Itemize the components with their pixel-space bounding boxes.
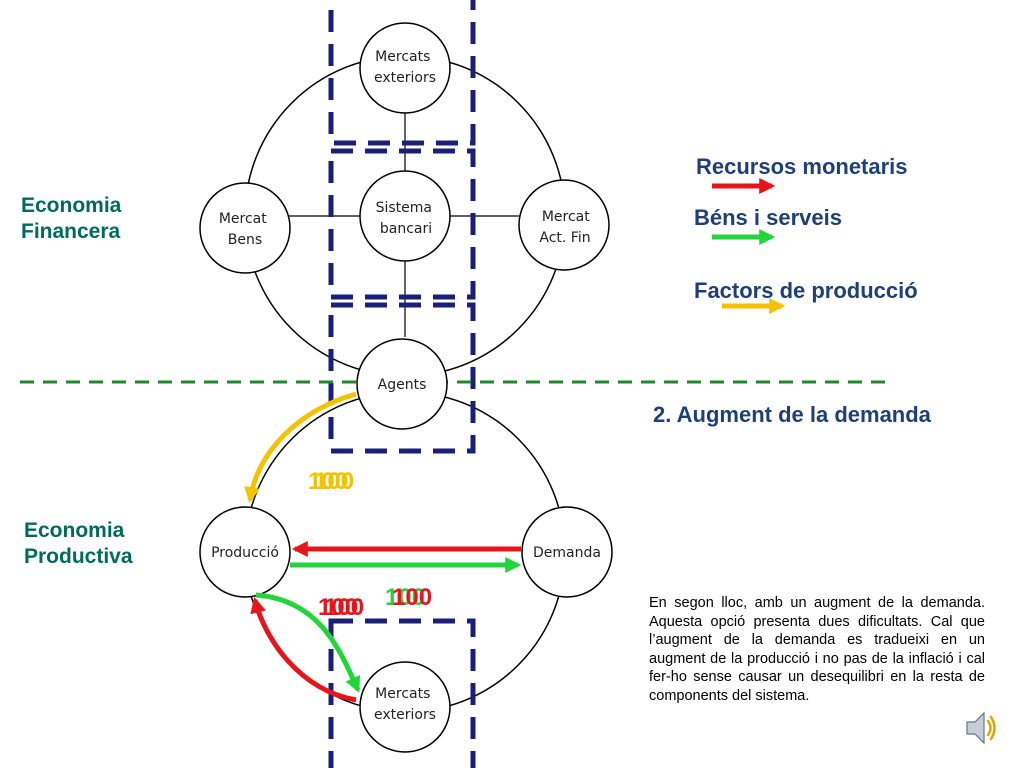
node-produccio[interactable] (199, 506, 291, 598)
factors-arrow-agents-to-produccio (244, 391, 357, 504)
flow-amount-factors-ghost: 100 (314, 468, 354, 495)
flow-amount-money-ghost: 100 (392, 584, 432, 611)
node-mercat-bens[interactable] (199, 182, 291, 274)
dashed-box-agents (328, 302, 476, 454)
node-demanda[interactable] (521, 506, 613, 598)
label-mercats-exteriors-top: Mercats exteriors (374, 49, 436, 86)
dashed-box-exteriors-bottom (328, 618, 476, 768)
money-arrow-exteriors-to-produccio (250, 596, 357, 703)
legend-label-money: Recursos monetaris (696, 154, 908, 179)
goods-arrow-produccio-to-exteriors (255, 592, 361, 693)
slide-subtitle: 2. Augment de la demanda (653, 402, 931, 427)
flow-amount-factors: 100 (308, 468, 348, 495)
node-mercats-exteriors-top[interactable] (359, 22, 451, 114)
label-sistema-bancari: Sistema bancari (376, 200, 437, 237)
section-title-financial: Economia Financera (21, 194, 122, 243)
node-mercats-exteriors-bottom[interactable] (359, 661, 451, 753)
label-mercat-bens: Mercat Bens (219, 211, 271, 248)
flow-amount-goods: 100 (385, 584, 425, 611)
flow-amount-money-ghost-2: 100 (324, 594, 364, 621)
dashed-boxes (328, 0, 476, 768)
node-agents[interactable] (356, 338, 448, 430)
flow-amount-money: 100 (318, 594, 358, 621)
description-text: En segon lloc, amb un augment de la dema… (649, 595, 985, 704)
label-mercat-act-fin: Mercat Act. Fin (539, 209, 594, 246)
node-sistema-bancari[interactable] (359, 170, 451, 262)
dashed-box-banking (328, 148, 476, 300)
label-agents: Agents (378, 377, 427, 393)
speaker-icon[interactable] (964, 708, 998, 748)
section-title-productive: Economia Productiva (24, 519, 133, 568)
dashed-box-exteriors-top (328, 0, 476, 146)
label-demanda: Demanda (533, 545, 601, 561)
legend-label-goods: Béns i serveis (694, 205, 842, 230)
node-mercat-act-fin[interactable] (518, 179, 610, 271)
legend-label-factors: Factors de producció (694, 278, 918, 303)
label-produccio: Producció (211, 545, 279, 561)
label-mercats-exteriors-bottom: Mercats exteriors (374, 686, 436, 723)
